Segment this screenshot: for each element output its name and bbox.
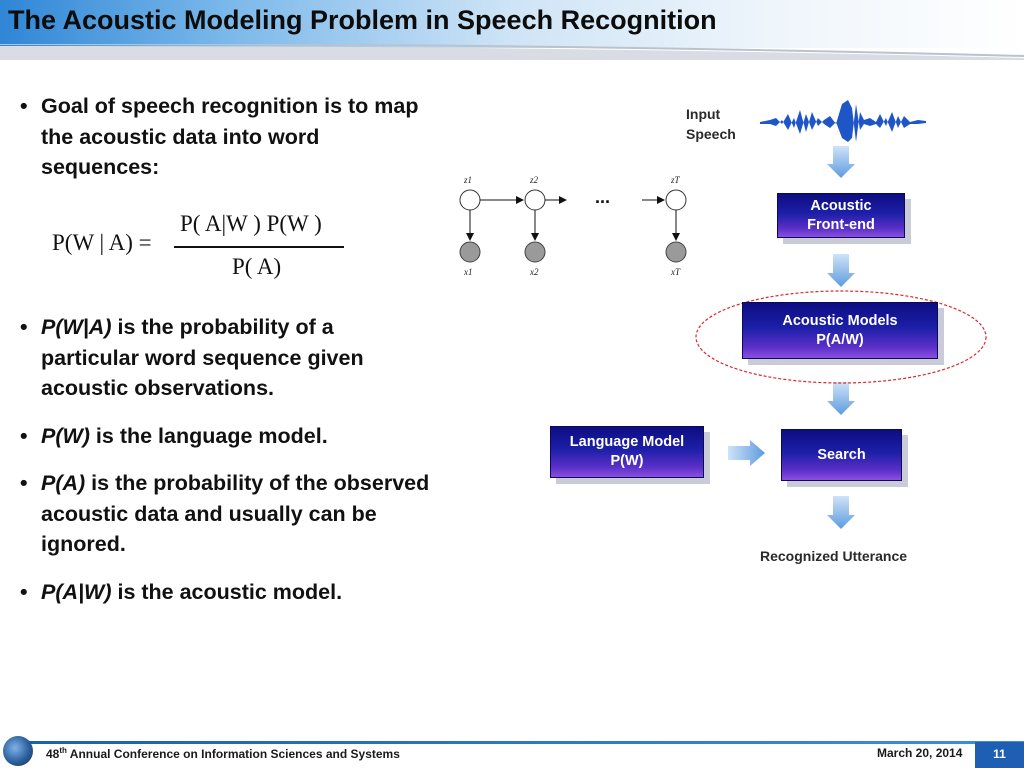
highlight-ellipse bbox=[695, 290, 987, 384]
hmm-observation-node bbox=[459, 241, 481, 263]
hmm-label-z1: z1 bbox=[463, 175, 472, 185]
hmm-label-zT: zT bbox=[670, 175, 681, 185]
bullet-pw: • P(W) is the language model. bbox=[20, 421, 436, 452]
bullet-dot: • bbox=[20, 315, 28, 339]
bullet-goal: • Goal of speech recognition is to map t… bbox=[20, 91, 436, 183]
title-bar bbox=[0, 0, 1024, 48]
acoustic-models-line2: P(A/W) bbox=[816, 331, 864, 348]
hmm-observation-node bbox=[524, 241, 546, 263]
hmm-graph: z1 z2 zT x1 x2 xT ... bbox=[459, 175, 687, 277]
title-swoosh bbox=[0, 44, 1024, 60]
bullet-pwa-text: is the probability of a particular word … bbox=[41, 315, 364, 400]
footer-divider bbox=[26, 741, 1024, 744]
input-speech-line1: Input bbox=[686, 106, 721, 122]
language-model-box: Language Model P(W) bbox=[550, 426, 704, 478]
bullet-pw-text: is the language model. bbox=[89, 424, 328, 448]
bullet-paw-text: is the acoustic model. bbox=[111, 580, 343, 604]
input-speech-line2: Speech bbox=[686, 126, 736, 142]
bullet-pwa-term: P(W|A) bbox=[41, 315, 112, 339]
diagram-graphics: z1 z2 zT x1 x2 xT ... bbox=[459, 100, 987, 529]
bullet-dot: • bbox=[20, 580, 28, 604]
down-arrow-icon bbox=[827, 496, 855, 529]
footer-conf-suffix: th bbox=[59, 746, 67, 755]
slide-title: The Acoustic Modeling Problem in Speech … bbox=[8, 5, 717, 35]
bullet-pwa: • P(W|A) is the probability of a particu… bbox=[20, 312, 436, 404]
acoustic-models-box: Acoustic Models P(A/W) bbox=[742, 302, 938, 359]
globe-logo-icon bbox=[3, 736, 33, 766]
recognized-utterance-label: Recognized Utterance bbox=[760, 548, 908, 564]
hmm-observation-node bbox=[665, 241, 687, 263]
acoustic-frontend-box: Acoustic Front-end bbox=[777, 193, 905, 238]
language-model-line1: Language Model bbox=[569, 434, 685, 450]
footer-conference: 48th Annual Conference on Information Sc… bbox=[46, 746, 400, 761]
hmm-ellipsis: ... bbox=[595, 187, 610, 207]
down-arrow-icon bbox=[827, 382, 855, 415]
bullet-dot: • bbox=[20, 94, 28, 118]
acoustic-frontend-line1: Acoustic bbox=[810, 197, 872, 214]
hmm-label-z2: z2 bbox=[529, 175, 539, 185]
bullet-pa-text: is the probability of the observed acous… bbox=[41, 471, 430, 556]
formula-lhs: P(W | A) = bbox=[52, 230, 152, 255]
acoustic-models-line1: Acoustic Models bbox=[782, 312, 898, 329]
hmm-state-node bbox=[524, 189, 546, 211]
language-model-line2: P(W) bbox=[610, 453, 644, 469]
bullet-paw-term: P(A|W) bbox=[41, 580, 112, 604]
page-number: 11 bbox=[975, 742, 1024, 768]
formula-numerator: P( A|W ) P(W ) bbox=[180, 211, 322, 236]
right-arrow-icon bbox=[728, 440, 765, 466]
footer-date: March 20, 2014 bbox=[877, 746, 963, 760]
bullet-goal-text: Goal of speech recognition is to map the… bbox=[41, 94, 419, 179]
hmm-label-xT: xT bbox=[670, 267, 681, 277]
bullet-pa-term: P(A) bbox=[41, 471, 86, 495]
fraction-bar bbox=[174, 246, 344, 248]
formula-denominator: P( A) bbox=[232, 254, 282, 279]
hmm-label-x1: x1 bbox=[463, 267, 473, 277]
bullet-dot: • bbox=[20, 471, 28, 495]
hmm-label-x2: x2 bbox=[529, 267, 539, 277]
bullet-paw: • P(A|W) is the acoustic model. bbox=[20, 577, 436, 608]
bullet-pa: • P(A) is the probability of the observe… bbox=[20, 468, 436, 560]
bullet-pw-term: P(W) bbox=[41, 424, 90, 448]
bullet-dot: • bbox=[20, 424, 28, 448]
down-arrow-icon bbox=[827, 254, 855, 287]
footer-conf-name: Annual Conference on Information Science… bbox=[66, 747, 400, 761]
hmm-state-node bbox=[665, 189, 687, 211]
input-speech-label: Input Speech bbox=[686, 104, 736, 144]
search-label: Search bbox=[817, 446, 866, 463]
search-box: Search bbox=[781, 429, 902, 481]
footer-conf-number: 48 bbox=[46, 747, 60, 761]
acoustic-frontend-line2: Front-end bbox=[807, 216, 875, 233]
speech-waveform-icon bbox=[760, 100, 926, 142]
hmm-state-node bbox=[459, 189, 481, 211]
down-arrow-icon bbox=[827, 146, 855, 178]
